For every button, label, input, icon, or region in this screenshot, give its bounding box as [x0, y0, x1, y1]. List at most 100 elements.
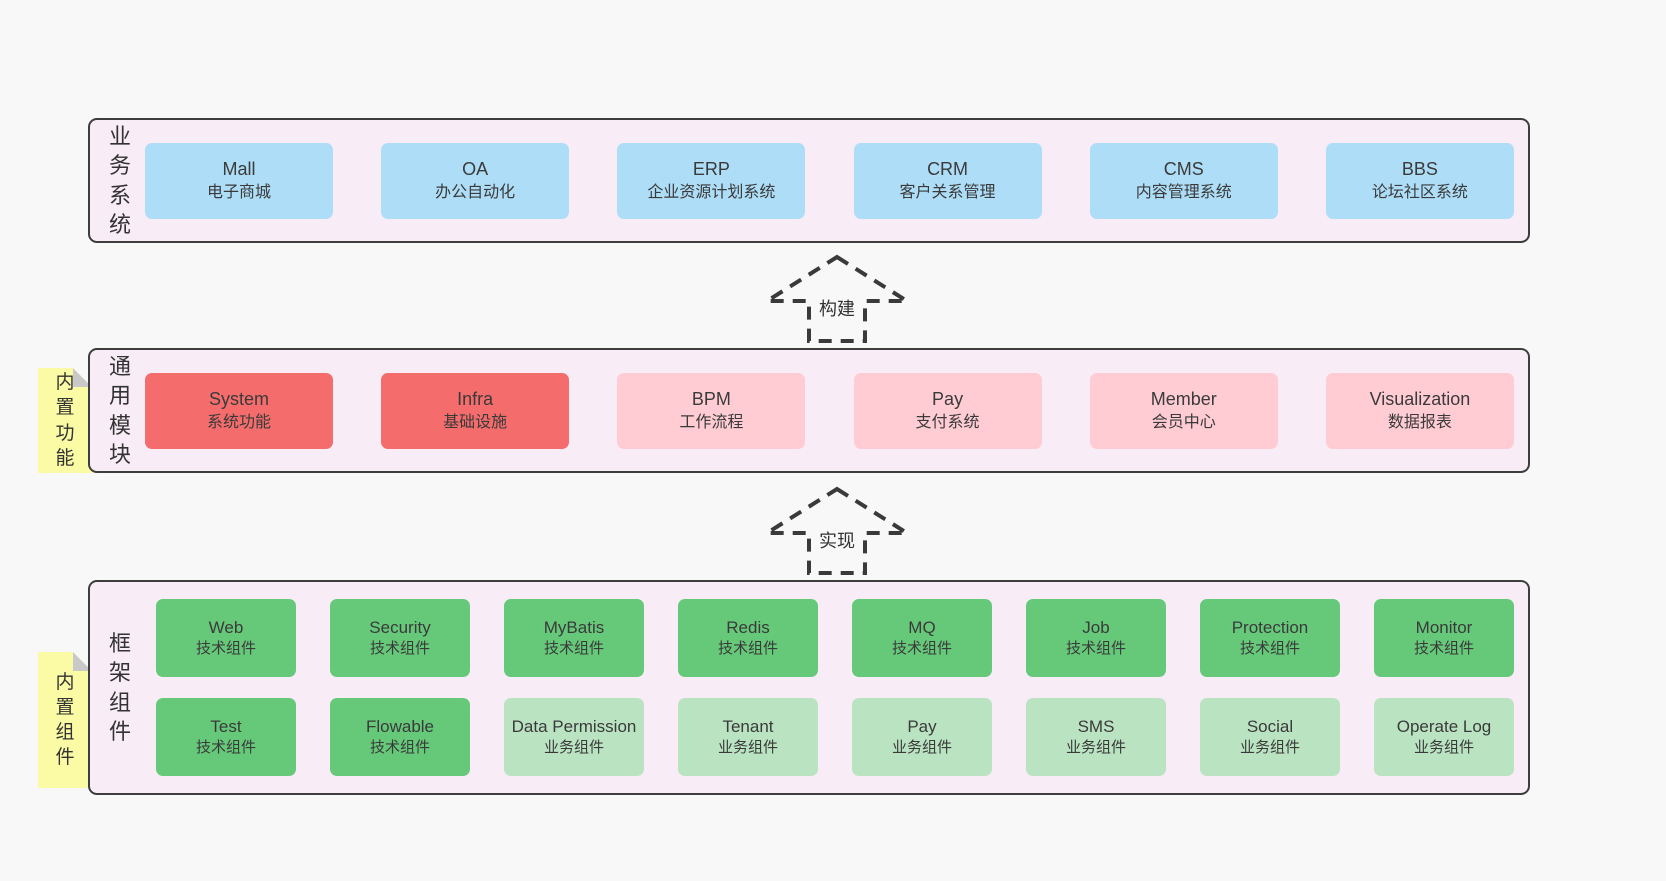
box-pay: Pay 支付系统	[853, 372, 1042, 449]
box-subtitle: 技术组件	[891, 640, 952, 658]
band-framework-components: 框架组件 Web 技术组件 Security 技术组件 MyBatis 技术组件…	[88, 580, 1530, 795]
box-title: Pay	[907, 716, 937, 736]
box-mall: Mall 电子商城	[145, 142, 333, 219]
box-subtitle: 论坛社区系统	[1371, 183, 1468, 201]
box-title: Web	[208, 617, 244, 637]
box-data-permission: Data Permission 业务组件	[504, 698, 644, 776]
box-subtitle: 基础设施	[443, 413, 508, 431]
box-subtitle: 内容管理系统	[1135, 183, 1232, 201]
box-title: Test	[210, 716, 242, 736]
box-subtitle: 技术组件	[195, 640, 256, 658]
box-tenant: Tenant 业务组件	[678, 698, 818, 776]
box-monitor: Monitor 技术组件	[1374, 599, 1514, 677]
box-title: Tenant	[722, 716, 774, 736]
box-subtitle: 工作流程	[679, 413, 744, 431]
band-framework-components-label: 框架组件	[108, 631, 131, 744]
box-infra: Infra 基础设施	[381, 372, 570, 449]
framework-components-rows: Web 技术组件 Security 技术组件 MyBatis 技术组件 Redi…	[145, 599, 1514, 776]
box-subtitle: 技术组件	[1413, 640, 1474, 658]
box-subtitle: 电子商城	[206, 183, 271, 201]
box-title: Monitor	[1415, 617, 1473, 637]
box-test: Test 技术组件	[156, 698, 296, 776]
box-title: Flowable	[365, 716, 435, 736]
sticky-note-text: 内置功能	[55, 372, 75, 469]
box-subtitle: 技术组件	[717, 640, 778, 658]
box-sms: SMS 业务组件	[1026, 698, 1166, 776]
box-subtitle: 客户关系管理	[899, 183, 996, 201]
box-crm: CRM 客户关系管理	[853, 142, 1042, 219]
box-title: BBS	[1401, 159, 1438, 180]
box-subtitle: 数据报表	[1387, 413, 1452, 431]
box-title: System	[208, 389, 269, 410]
box-flowable: Flowable 技术组件	[330, 698, 470, 776]
box-title: Data Permission	[511, 716, 637, 736]
band-business-systems-label: 业务系统	[108, 124, 131, 237]
box-subtitle: 办公自动化	[435, 183, 516, 201]
box-subtitle: 企业资源计划系统	[647, 183, 776, 201]
box-subtitle: 业务组件	[1239, 739, 1300, 757]
business-systems-boxes: Mall 电子商城 OA 办公自动化 ERP 企业资源计划系统 CRM 客户关系…	[145, 142, 1514, 219]
box-subtitle: 业务组件	[891, 739, 952, 757]
common-modules-boxes: System 系统功能 Infra 基础设施 BPM 工作流程 Pay 支付系统…	[145, 372, 1514, 449]
box-system: System 系统功能	[145, 372, 333, 449]
arrow-build-label: 构建	[816, 294, 858, 322]
box-visualization: Visualization 数据报表	[1325, 372, 1514, 449]
sticky-note-built-in-features: 内置功能	[38, 368, 92, 473]
box-title: OA	[462, 159, 489, 180]
arrow-implement-label: 实现	[816, 526, 858, 554]
box-security: Security 技术组件	[330, 599, 470, 677]
box-subtitle: 业务组件	[1065, 739, 1126, 757]
box-pay-component: Pay 业务组件	[852, 698, 992, 776]
box-title: BPM	[691, 389, 731, 410]
arrow-build: 构建	[762, 254, 912, 344]
sticky-note-built-in-components: 内置组件	[38, 652, 92, 788]
arrow-implement: 实现	[762, 486, 912, 576]
box-web: Web 技术组件	[156, 599, 296, 677]
framework-components-row-2: Test 技术组件 Flowable 技术组件 Data Permission …	[156, 698, 1514, 776]
box-subtitle: 业务组件	[1413, 739, 1474, 757]
band-common-modules: 通用模块 System 系统功能 Infra 基础设施 BPM 工作流程 Pay…	[88, 348, 1530, 473]
box-subtitle: 技术组件	[369, 739, 430, 757]
box-subtitle: 技术组件	[1239, 640, 1300, 658]
box-bbs: BBS 论坛社区系统	[1325, 142, 1514, 219]
box-title: Protection	[1231, 617, 1309, 637]
box-member: Member 会员中心	[1089, 372, 1278, 449]
up-block-arrow-icon	[762, 486, 912, 575]
box-mq: MQ 技术组件	[852, 599, 992, 677]
box-erp: ERP 企业资源计划系统	[617, 142, 806, 219]
box-title: SMS	[1077, 716, 1115, 736]
framework-components-row-1: Web 技术组件 Security 技术组件 MyBatis 技术组件 Redi…	[156, 599, 1514, 677]
box-bpm: BPM 工作流程	[617, 372, 806, 449]
box-subtitle: 业务组件	[717, 739, 778, 757]
box-title: Mall	[222, 159, 256, 180]
box-oa: OA 办公自动化	[381, 142, 570, 219]
box-subtitle: 支付系统	[915, 413, 980, 431]
box-subtitle: 会员中心	[1151, 413, 1216, 431]
box-title: CRM	[927, 159, 969, 180]
box-subtitle: 业务组件	[543, 739, 604, 757]
box-title: Security	[369, 617, 431, 637]
box-title: MQ	[908, 617, 936, 637]
box-subtitle: 技术组件	[1065, 640, 1126, 658]
box-subtitle: 系统功能	[206, 413, 271, 431]
box-title: Social	[1246, 716, 1294, 736]
box-subtitle: 技术组件	[195, 739, 256, 757]
sticky-note-text: 内置组件	[55, 671, 75, 769]
box-title: CMS	[1163, 159, 1204, 180]
box-title: MyBatis	[543, 617, 605, 637]
box-title: Redis	[726, 617, 770, 637]
box-subtitle: 技术组件	[369, 640, 430, 658]
box-social: Social 业务组件	[1200, 698, 1340, 776]
box-cms: CMS 内容管理系统	[1089, 142, 1278, 219]
box-title: Member	[1150, 389, 1217, 410]
box-title: Infra	[457, 389, 494, 410]
box-title: Operate Log	[1396, 716, 1492, 736]
band-business-systems: 业务系统 Mall 电子商城 OA 办公自动化 ERP 企业资源计划系统 CRM…	[88, 118, 1530, 243]
box-title: ERP	[692, 159, 730, 180]
box-redis: Redis 技术组件	[678, 599, 818, 677]
box-mybatis: MyBatis 技术组件	[504, 599, 644, 677]
box-job: Job 技术组件	[1026, 599, 1166, 677]
box-operate-log: Operate Log 业务组件	[1374, 698, 1514, 776]
band-common-modules-label: 通用模块	[108, 354, 131, 467]
